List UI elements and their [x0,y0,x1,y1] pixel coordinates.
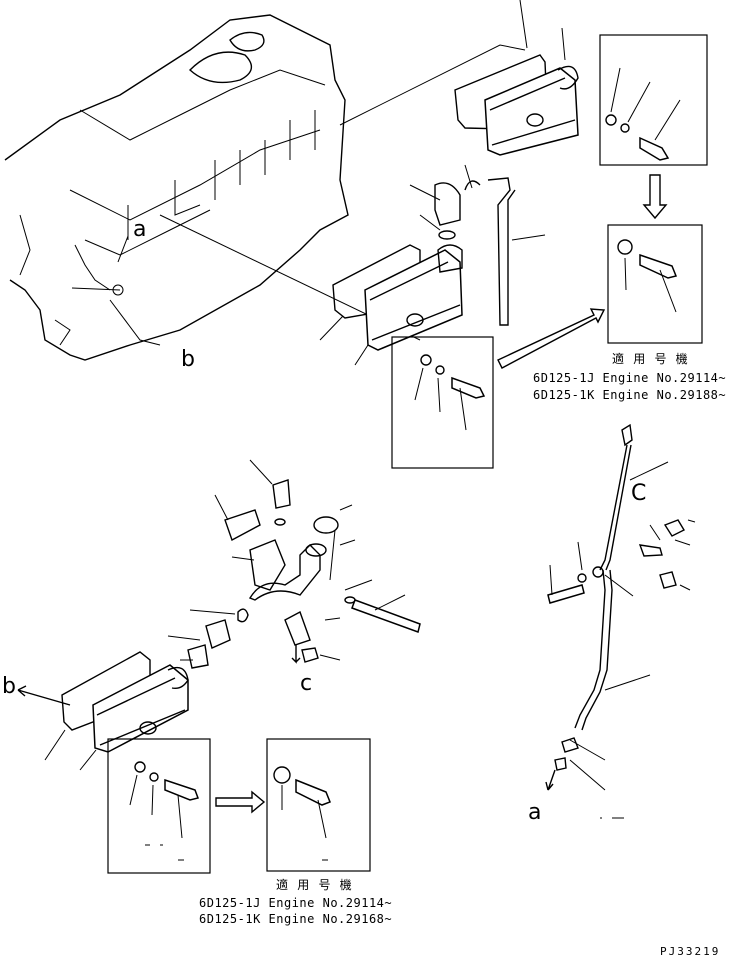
bolt-kit-frame-lower-new [266,738,371,872]
dipstick-assembly [545,423,696,819]
applicability-line-1k-upper: 6D125-1K Engine No.29188~ [533,388,727,402]
bolt-kit-frame-middle [391,336,494,469]
lower-side-cover-bottom [17,651,189,771]
callout-c-dipstick: C [631,481,647,506]
bolt-kit-frame-lower [107,738,211,874]
callout-a-lower: a [528,800,542,825]
callout-a-upper: a [133,217,147,242]
applicability-heading-upper: 適 用 号 機 [612,352,689,366]
applicability-line-1j-upper: 6D125-1J Engine No.29114~ [533,371,727,385]
applicability-line-1j-lower: 6D125-1J Engine No.29114~ [199,896,393,910]
applicability-heading-lower: 適 用 号 機 [276,878,353,892]
upper-side-cover [454,0,579,156]
drawing-number: PJ33219 [660,945,721,958]
oil-filler-assembly [167,459,421,669]
engine-block [4,14,349,361]
callout-c-filler: c [300,671,313,696]
callout-b-upper: b [181,347,195,372]
lower-side-cover-middle [319,182,463,366]
bolt-kit-frame-new [607,224,703,344]
applicability-line-1k-lower: 6D125-1K Engine No.29168~ [199,912,393,926]
callout-b-lower: b [2,674,16,699]
bolt-kit-frame-upper [599,34,708,166]
